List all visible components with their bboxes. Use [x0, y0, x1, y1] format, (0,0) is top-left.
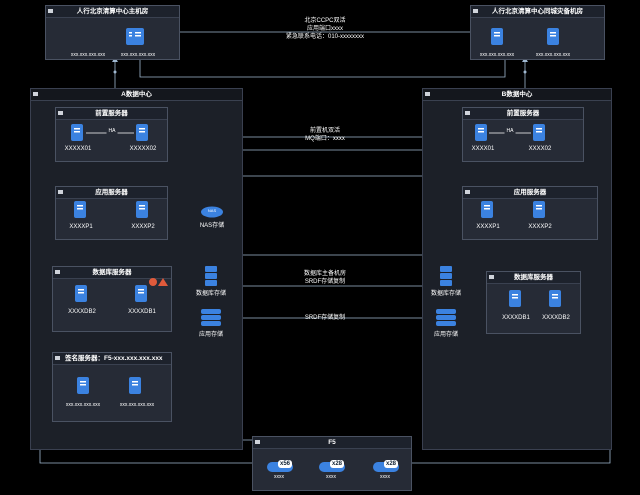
ha-label: HA: [504, 127, 516, 135]
server-icon: [475, 124, 487, 141]
server-ip: xxx.xxx.xxx.xxx: [65, 402, 101, 408]
datacenter-a-title: A数据中心: [121, 91, 152, 98]
collapse-icon[interactable]: [465, 111, 470, 115]
database-storage-icon: [205, 266, 217, 286]
alert-icon[interactable]: [149, 277, 169, 287]
a-sign-title: 签名服务器：F5-xxx.xxx.xxx.xxx: [65, 355, 163, 362]
server-icon: [135, 285, 147, 302]
collapse-icon[interactable]: [255, 440, 260, 444]
b-app-title: 应用服务器: [513, 189, 547, 196]
a-db-title: 数据库服务器: [92, 269, 132, 276]
app-storage-icon: [436, 309, 456, 326]
collapse-icon[interactable]: [55, 270, 60, 274]
db-storage-label: 数据库存储: [430, 291, 462, 297]
app-storage-icon: [201, 309, 221, 326]
server-icon: [129, 377, 141, 394]
collapse-icon[interactable]: [473, 9, 478, 13]
server-icon: [71, 124, 83, 141]
app-storage-label: 应用存储: [198, 332, 224, 338]
db-link-label-1: 数据库主备机房: [303, 271, 347, 277]
server-name: XXXX01: [471, 146, 495, 152]
server-name: XXXXP1: [476, 224, 500, 230]
server-name: XXXX02: [528, 146, 552, 152]
server-icon: [549, 290, 561, 307]
b-front-servers: 前置服务器 HA XXXX01 XXXX02: [462, 107, 584, 162]
server-ip: xxx.xxx.xxx.xxx: [479, 52, 515, 58]
nas-storage-icon: [201, 206, 223, 218]
server-icon: [547, 28, 559, 45]
collapse-icon[interactable]: [33, 92, 38, 96]
a-db-servers: 数据库服务器 XXXXDB2 XXXXDB1: [52, 266, 172, 332]
server-name: XXXXP2: [131, 224, 155, 230]
main-room-title: 人行北京清算中心主机房: [76, 8, 149, 15]
collapse-icon[interactable]: [55, 356, 60, 360]
server-name: XXXXX01: [64, 146, 92, 152]
f5-device-label: xxxx: [274, 474, 284, 480]
b-front-title: 前置服务器: [506, 110, 540, 117]
server-name: XXXXDB1: [502, 315, 530, 321]
a-front-title: 前置服务器: [95, 110, 128, 117]
front-link-label-1: 前置机双活: [309, 128, 341, 134]
collapse-icon[interactable]: [58, 111, 63, 115]
dr-room-title: 人行北京清算中心同城灾备机房: [492, 8, 583, 15]
server-icon: [74, 201, 86, 218]
f5-device-label: xxxx: [326, 474, 336, 480]
collapse-icon[interactable]: [425, 92, 430, 96]
db-link-label-2: SRDF存储复制: [304, 279, 346, 285]
a-sign-servers: 签名服务器：F5-xxx.xxx.xxx.xxx xxx.xxx.xxx.xxx…: [52, 352, 172, 422]
server-icon: [491, 28, 503, 45]
nas-icon-text: NAS: [207, 208, 217, 213]
front-link-label-2: MQ端口：xxxx: [305, 136, 345, 142]
top-link-label-3: 紧急联系电话：010-xxxxxxxx: [285, 34, 365, 40]
f5-title: F5: [328, 439, 336, 446]
ha-label: HA: [106, 127, 118, 135]
server-name: XXXXDB2: [68, 309, 96, 315]
collapse-icon[interactable]: [48, 9, 53, 13]
a-app-title: 应用服务器: [95, 189, 128, 196]
server-icon: [533, 201, 545, 218]
database-storage-icon: [440, 266, 452, 286]
nas-label: NAS存储: [199, 223, 225, 229]
f5-badge: x28: [330, 460, 345, 468]
app-storage-link-label: SRDF存储复制: [304, 315, 346, 321]
server-ip: xxx.xxx.xxx.xxx: [119, 402, 155, 408]
server-ip: xxx.xxx.xxx.xxx: [70, 52, 106, 58]
server-icon: [75, 285, 87, 302]
server-name: XXXXDB1: [128, 309, 156, 315]
app-storage-label: 应用存储: [433, 332, 459, 338]
f5-badge: x56: [278, 460, 293, 468]
db-storage-label: 数据库存储: [195, 291, 227, 297]
collapse-icon[interactable]: [58, 190, 63, 194]
a-app-servers: 应用服务器 XXXXP1 XXXXP2: [55, 186, 168, 240]
server-name: XXXXDB2: [542, 315, 570, 321]
server-icon: [509, 290, 521, 307]
main-room-panel: 人行北京清算中心主机房 xxx.xxx.xxx.xxx xxx.xxx.xxx.…: [45, 5, 180, 60]
server-ip: xxx.xxx.xxx.xxx: [535, 52, 571, 58]
server-name: XXXXX02: [129, 146, 157, 152]
f5-badge: x28: [384, 460, 399, 468]
b-db-servers: 数据库服务器 XXXXDB1 XXXXDB2: [486, 271, 581, 334]
top-link-label-1: 北京CCPC双活: [304, 18, 346, 24]
server-icon: [481, 201, 493, 218]
f5-panel: F5 x56 xxxx x28 xxxx x28 xxxx: [252, 436, 412, 491]
collapse-icon[interactable]: [465, 190, 470, 194]
server-icon: [77, 377, 89, 394]
server-icon: [132, 28, 144, 45]
top-link-label-2: 应用端口xxxx: [306, 26, 344, 32]
server-icon: [533, 124, 545, 141]
datacenter-b-title: B数据中心: [501, 91, 533, 98]
server-icon: [136, 124, 148, 141]
server-icon: [136, 201, 148, 218]
server-ip: xxx.xxx.xxx.xxx: [120, 52, 156, 58]
b-app-servers: 应用服务器 XXXXP1 XXXXP2: [462, 186, 598, 240]
f5-device-label: xxxx: [380, 474, 390, 480]
server-name: XXXXP2: [528, 224, 552, 230]
a-front-servers: 前置服务器 HA XXXXX01 XXXXX02: [55, 107, 168, 162]
server-name: XXXXP1: [69, 224, 93, 230]
collapse-icon[interactable]: [489, 275, 494, 279]
b-db-title: 数据库服务器: [514, 274, 553, 281]
dr-room-panel: 人行北京清算中心同城灾备机房 xxx.xxx.xxx.xxx xxx.xxx.x…: [470, 5, 605, 60]
